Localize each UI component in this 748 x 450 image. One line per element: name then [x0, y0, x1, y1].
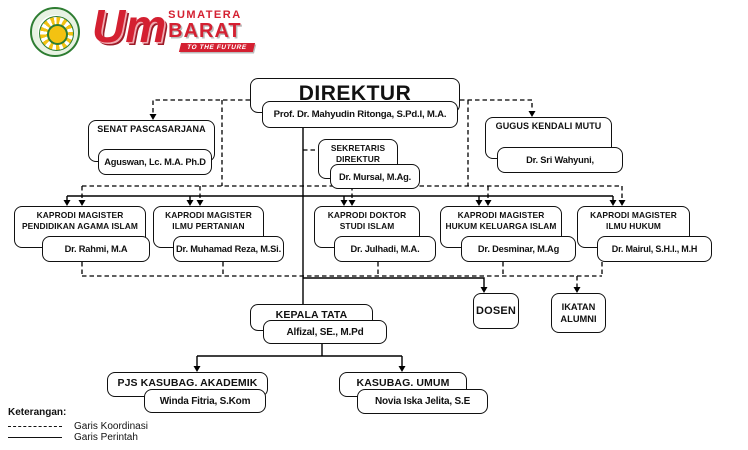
- command-lines: [66, 128, 614, 366]
- org-box-ikatan-alumni: IKATAN ALUMNI: [551, 293, 606, 333]
- legend-item-perintah: Garis Perintah: [8, 432, 148, 443]
- logo-text-barat: BARAT: [168, 20, 242, 43]
- coordination-lines: [81, 99, 623, 287]
- org-name-gugus-kendali-mutu: Dr. Sri Wahyuni,: [497, 147, 623, 173]
- solid-line-sample: [8, 437, 62, 438]
- legend-heading: Keterangan:: [8, 407, 67, 418]
- org-name-direktur: Prof. Dr. Mahyudin Ritonga, S.Pd.I, M.A.: [262, 101, 458, 128]
- org-name-kepala-tata: Alfizal, SE., M.Pd: [263, 320, 387, 344]
- org-name-kaprodi-pertanian: Dr. Muhamad Reza, M.Si.: [173, 236, 284, 262]
- org-name-kaprodi-ilmu-hukum: Dr. Mairul, S.H.I., M.H: [597, 236, 712, 262]
- org-box-dosen: DOSEN: [473, 293, 519, 329]
- org-name-pjs-kasubag-akademik: Winda Fitria, S.Kom: [144, 389, 266, 413]
- logo-tagline-ribbon: TO THE FUTURE: [179, 43, 255, 53]
- muhammadiyah-emblem-icon: [30, 7, 82, 57]
- legend-item-koordinasi: Garis Koordinasi: [8, 421, 148, 432]
- legend: Keterangan: Garis Koordinasi Garis Perin…: [8, 407, 148, 443]
- org-name-kaprodi-hukum-keluarga: Dr. Desminar, M.Ag: [461, 236, 576, 262]
- legend-label: Garis Perintah: [74, 432, 138, 443]
- university-logo: Um SUMATERA BARAT TO THE FUTURE: [0, 0, 260, 60]
- dashed-line-sample: [8, 426, 62, 427]
- org-name-senat-pascasarjana: Aguswan, Lc. M.A. Ph.D: [98, 149, 212, 175]
- org-name-kaprodi-doktor-studi-islam: Dr. Julhadi, M.A.: [334, 236, 436, 262]
- org-title-pjs-kasubag-akademik: PJS KASUBAG. AKADEMIK: [107, 372, 268, 397]
- org-name-sekretaris-direktur: Dr. Mursal, M.Ag.: [330, 164, 420, 189]
- um-wordmark: Um SUMATERA BARAT TO THE FUTURE: [92, 0, 255, 53]
- legend-label: Garis Koordinasi: [74, 421, 148, 432]
- um-letters-icon: Um: [92, 0, 167, 52]
- arrowheads: [63, 111, 626, 372]
- org-name-kaprodi-pai: Dr. Rahmi, M.A: [42, 236, 150, 262]
- org-name-kasubag-umum: Novia Iska Jelita, S.E: [357, 389, 488, 414]
- logo-text-sumatera: SUMATERA: [168, 9, 242, 21]
